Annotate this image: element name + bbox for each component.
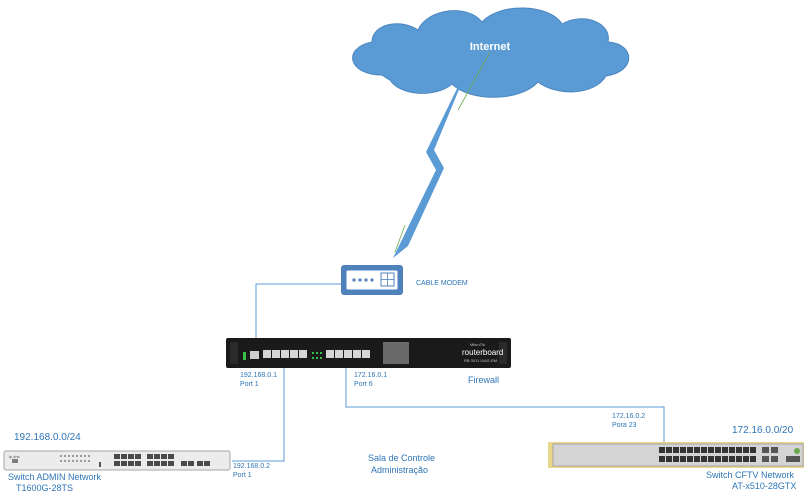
router-firewall: MikroTik routerboard RB 3011 UiAS-RM xyxy=(226,338,511,368)
internet-link-bolt xyxy=(393,51,491,258)
admin-switch-ports xyxy=(114,454,210,466)
cftv-switch-sfp xyxy=(762,447,778,462)
router-port-right-ip: 172.16.0.1 xyxy=(354,372,388,379)
network-links xyxy=(232,283,665,462)
router-port-left-ip: 192.168.0.1 xyxy=(240,372,277,379)
admin-uplink-port: Port 1 xyxy=(233,472,252,479)
router-lcd xyxy=(383,342,409,364)
admin-network: 192.168.0.0/24 xyxy=(14,432,81,443)
router-logo: routerboard xyxy=(462,348,503,357)
router-port-left-port: Port 1 xyxy=(240,381,259,388)
admin-switch-leds xyxy=(60,455,90,462)
cftv-switch-name: Switch CFTV Network xyxy=(706,470,795,480)
router-brand: MikroTik xyxy=(470,342,485,347)
admin-uplink-ip: 192.168.0.2 xyxy=(233,463,270,470)
cftv-switch-ports-top xyxy=(659,447,756,453)
router-leds xyxy=(312,352,322,359)
cftv-switch-ports-bottom xyxy=(659,456,756,462)
room-line1: Sala de Controle xyxy=(368,453,436,463)
admin-switch-model: T1600G-28TS xyxy=(16,483,74,493)
room-line2: Administração xyxy=(371,465,429,475)
admin-switch-brand: tp-link xyxy=(9,454,20,459)
internet-cloud: Internet xyxy=(352,7,630,98)
admin-switch-name: Switch ADMIN Network xyxy=(8,472,102,482)
router-model: RB 3011 UiAS-RM xyxy=(464,358,497,363)
link-modem-router xyxy=(255,283,341,355)
switch-admin: tp-link xyxy=(3,450,231,471)
router-ports-left xyxy=(263,350,307,358)
cftv-switch-model: AT-x510-28GTX xyxy=(732,481,797,491)
modem-label: CABLE MODEM xyxy=(416,280,468,287)
cftv-network: 172.16.0.0/20 xyxy=(732,425,794,436)
link-router-cftv xyxy=(345,362,665,442)
switch-cftv xyxy=(548,442,804,468)
router-port-right-port: Port 6 xyxy=(354,381,373,388)
firewall-label: Firewall xyxy=(468,375,500,385)
internet-label: Internet xyxy=(470,41,511,53)
cable-modem xyxy=(341,265,403,295)
router-ports-right xyxy=(326,350,370,358)
cftv-uplink-ip: 172.16.0.2 xyxy=(612,413,646,420)
link-router-admin xyxy=(232,362,285,462)
cftv-uplink-port: Pora 23 xyxy=(612,422,637,429)
